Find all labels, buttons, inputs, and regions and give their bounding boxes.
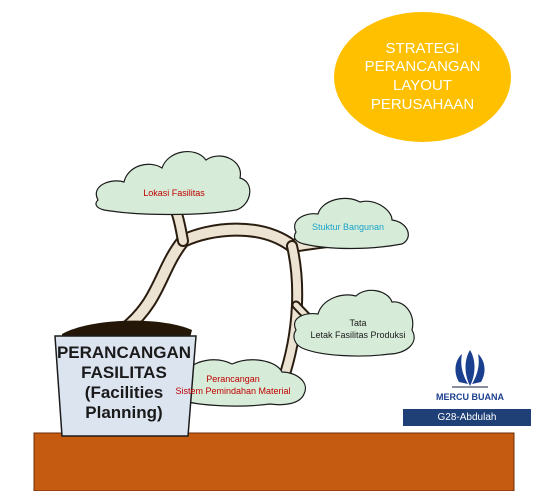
title-line-4: PERUSAHAAN — [370, 95, 475, 113]
title-line-1: STRATEGI — [385, 39, 460, 57]
label-lokasi-fasilitas: Lokasi Fasilitas — [143, 188, 205, 198]
pot — [54, 335, 197, 437]
label-tata-letak: Letak Fasilitas Produksi — [310, 330, 406, 340]
pot-line-1: PERANCANGAN — [56, 343, 192, 362]
foliage-struktur — [293, 197, 409, 250]
label-tata: Tata — [349, 318, 367, 328]
ground — [33, 432, 515, 491]
foliage-lokasi — [95, 151, 251, 216]
foliage-tata — [293, 289, 415, 357]
title-line-2: PERANCANGAN — [364, 58, 481, 76]
label-struktur-bangunan: Stuktur Bangunan — [311, 222, 385, 232]
title-line-3: LAYOUT — [393, 77, 452, 94]
pot-line-2: FASILITAS — [81, 363, 167, 383]
author-tag: G28-Abdulah — [403, 409, 531, 426]
soil — [62, 320, 192, 338]
trunk — [119, 190, 402, 386]
label-sistem-pemindahan: Sistem Pemindahan Material — [175, 386, 291, 396]
university-logo-icon — [452, 350, 488, 388]
pot-line-4: Planning) — [85, 403, 163, 423]
title-circle: STRATEGI PERANCANGAN LAYOUT PERUSAHAAN — [334, 12, 511, 142]
label-perancangan: Perancangan — [206, 374, 260, 384]
brand-name: MERCU BUANA — [436, 392, 504, 402]
pot-line-3: (Facilities — [84, 383, 164, 403]
pot-label: PERANCANGAN FASILITAS (Facilities Planni… — [56, 343, 192, 423]
